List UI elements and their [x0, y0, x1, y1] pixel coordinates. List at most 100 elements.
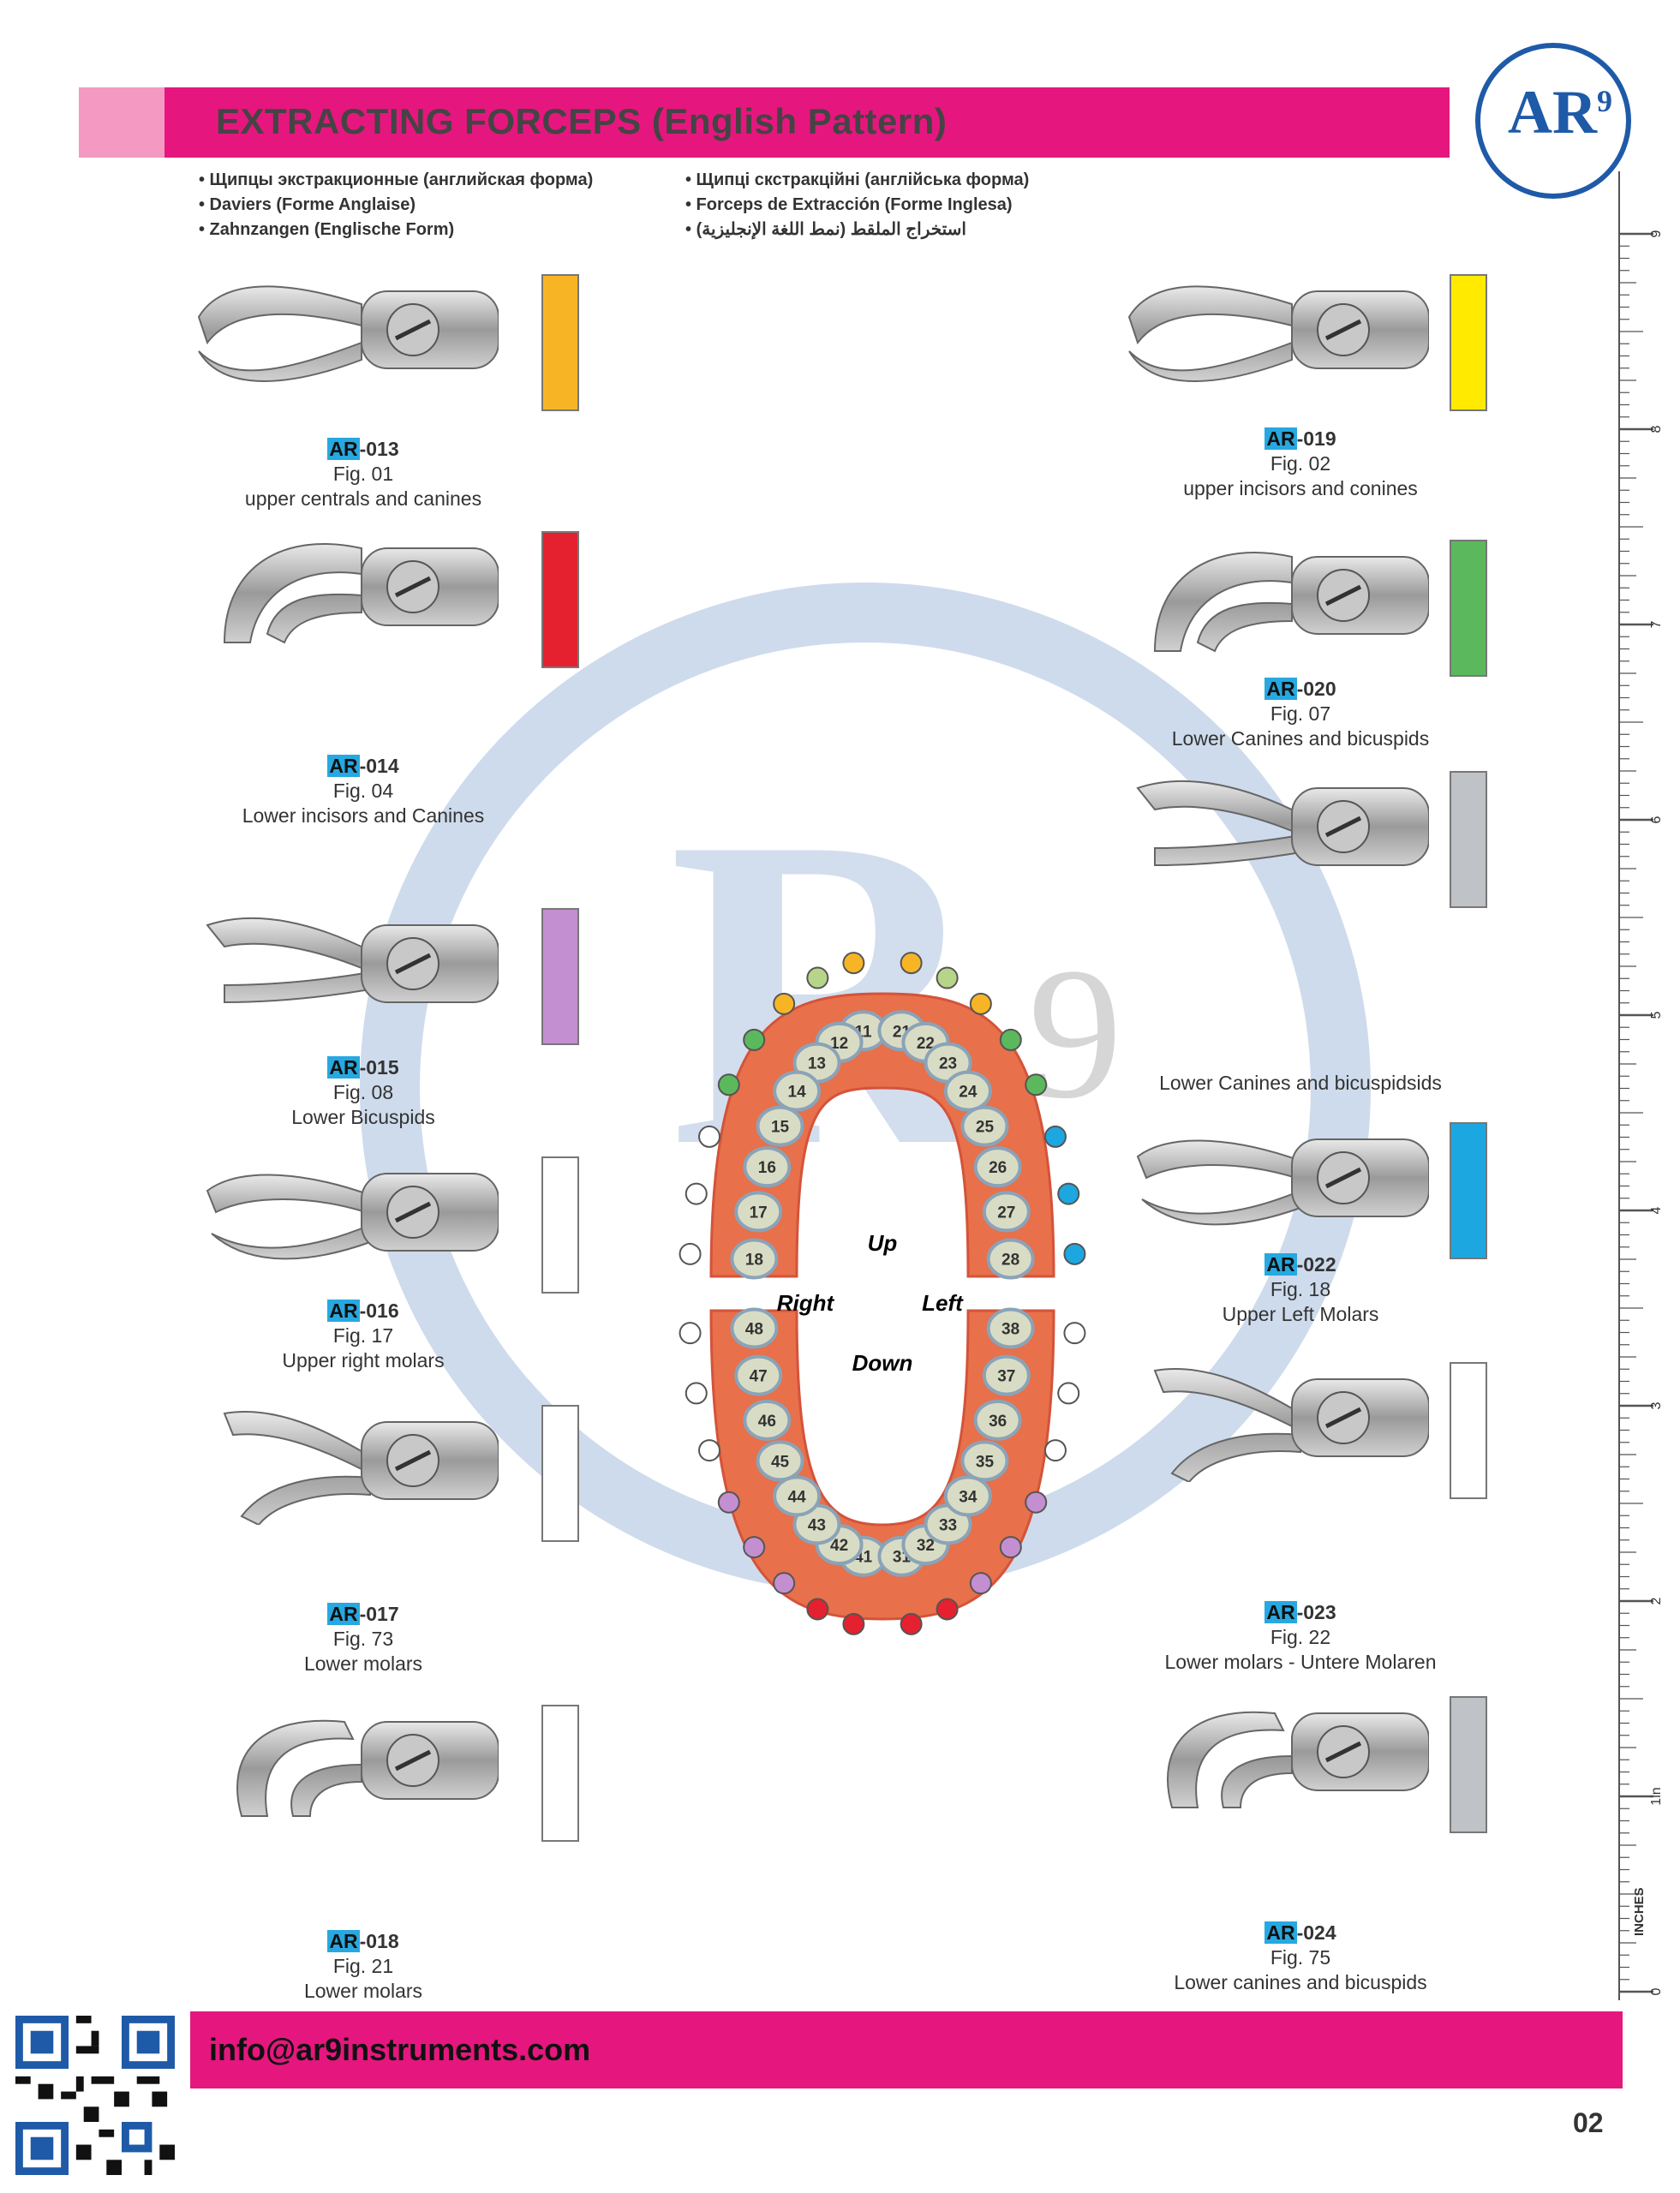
- product-description: Lower incisors and Canines: [242, 804, 485, 827]
- color-code-tab: [541, 1156, 579, 1294]
- tooth-number: 48: [745, 1321, 763, 1339]
- product-code: AR-017: [327, 1603, 399, 1625]
- tooth-number: 25: [976, 1119, 995, 1137]
- ruler-inch-label: 8: [1649, 425, 1664, 433]
- tooth: [973, 1399, 1022, 1441]
- forceps-image: [1121, 754, 1430, 895]
- forceps-color-marker: [717, 1073, 740, 1096]
- forceps-color-marker: [698, 1125, 721, 1148]
- ar-badge: AR: [327, 1603, 360, 1625]
- header-accent: [79, 87, 164, 158]
- contact-email[interactable]: info@ar9instruments.com: [209, 2032, 591, 2067]
- tooth-number: 36: [989, 1413, 1007, 1431]
- forceps-color-marker: [936, 1598, 959, 1621]
- forceps-color-marker: [1025, 1073, 1048, 1096]
- forceps-color-marker: [679, 1322, 702, 1345]
- tooth: [743, 1399, 792, 1441]
- forceps-color-marker: [773, 1572, 796, 1595]
- label-right: Right: [777, 1290, 835, 1316]
- product-description: Upper Left Molars: [1222, 1303, 1379, 1325]
- page-number: 02: [1573, 2107, 1604, 2138]
- figure-number: Fig. 01: [332, 463, 394, 485]
- color-code-tab: [1450, 1362, 1487, 1499]
- label-left: Left: [922, 1290, 964, 1316]
- tooth-number: 15: [771, 1119, 790, 1137]
- header-bar: [79, 87, 1450, 158]
- forceps-image: [190, 257, 499, 398]
- tooth-number: 14: [788, 1084, 807, 1102]
- color-code-tab: [1450, 771, 1487, 908]
- tooth: [960, 1440, 1009, 1482]
- forceps-image: [190, 891, 499, 1032]
- ar-badge: AR: [327, 1300, 360, 1322]
- tooth-number: 35: [976, 1453, 995, 1471]
- forceps-color-marker: [1063, 1322, 1086, 1345]
- tooth-number: 42: [830, 1537, 848, 1555]
- product-description: Lower molars - Untere Molaren: [1164, 1651, 1437, 1673]
- forceps-color-marker: [900, 952, 923, 975]
- figure-number: Fig. 02: [1270, 452, 1331, 475]
- label-down: Down: [852, 1350, 913, 1376]
- tooth-number: 16: [758, 1159, 776, 1177]
- color-code-tab: [541, 1705, 579, 1842]
- forceps-color-marker: [936, 966, 959, 989]
- subtitle-uk: • Щипці скстракційні (англійська форма): [685, 170, 1030, 189]
- tooth: [960, 1105, 1009, 1147]
- ar-badge: AR: [327, 755, 360, 777]
- tooth: [773, 1475, 822, 1517]
- tooth-number: 44: [788, 1488, 807, 1506]
- color-code-tab: [541, 531, 579, 668]
- subtitle-es: • Forceps de Extracción (Forme Inglesa): [685, 195, 1013, 214]
- tooth-number: 37: [997, 1368, 1015, 1386]
- brand-logo-text: AR9: [1508, 78, 1612, 146]
- tooth-number: 22: [917, 1035, 935, 1053]
- forceps-color-marker: [743, 1028, 766, 1051]
- figure-number: Fig. 18: [1270, 1278, 1331, 1300]
- forceps-color-marker: [1043, 1439, 1067, 1462]
- forceps-illustration: [1153, 1368, 1430, 1484]
- tooth: [730, 1307, 779, 1349]
- figure-number: Fig. 04: [332, 780, 394, 802]
- product-code: AR-022: [1264, 1253, 1336, 1276]
- label-up: Up: [868, 1230, 898, 1256]
- tooth-number: 26: [989, 1159, 1007, 1177]
- ruler-inch-label: 0: [1649, 1987, 1664, 1995]
- product-description: Upper right molars: [282, 1349, 445, 1371]
- page-title: EXTRACTING FORCEPS (English Pattern): [216, 101, 948, 141]
- ar-badge: AR: [327, 1056, 360, 1079]
- color-code-tab: [541, 908, 579, 1045]
- tooth-number: 32: [917, 1537, 935, 1555]
- ar-badge: AR: [1264, 427, 1297, 450]
- forceps-illustration: [236, 1719, 499, 1817]
- ar-badge: AR: [1264, 1921, 1297, 1944]
- forceps-color-marker: [698, 1439, 721, 1462]
- figure-number: Fig. 75: [1270, 1946, 1331, 1969]
- tooth-number: 27: [997, 1204, 1015, 1222]
- product-description: Lower molars: [303, 1980, 423, 2002]
- tooth-number: 38: [1001, 1321, 1019, 1339]
- ar-badge: AR: [1264, 1253, 1297, 1276]
- product-code: AR-023: [1264, 1601, 1336, 1623]
- forceps-illustration: [1153, 551, 1430, 653]
- ruler-inch-label: 3: [1649, 1401, 1664, 1409]
- tooth: [756, 1440, 804, 1482]
- tooth: [756, 1105, 804, 1147]
- color-code-tab: [541, 274, 579, 411]
- tooth: [986, 1238, 1035, 1280]
- forceps-color-marker: [969, 1572, 992, 1595]
- subtitles-right: • Щипці скстракційні (англійська форма) …: [685, 168, 1029, 242]
- ruler-inch-label: 9: [1649, 230, 1664, 237]
- forceps-image: [190, 1388, 499, 1529]
- product-description: Lower Bicuspids: [291, 1106, 435, 1128]
- color-code-tab: [1450, 274, 1487, 411]
- tooth-chart: Up Down Right Left 111213141516171821222…: [679, 952, 1086, 1635]
- tooth: [943, 1475, 992, 1517]
- product-code: AR-020: [1264, 678, 1336, 700]
- tooth: [773, 1070, 822, 1112]
- ruler-inch-label: 4: [1649, 1206, 1664, 1214]
